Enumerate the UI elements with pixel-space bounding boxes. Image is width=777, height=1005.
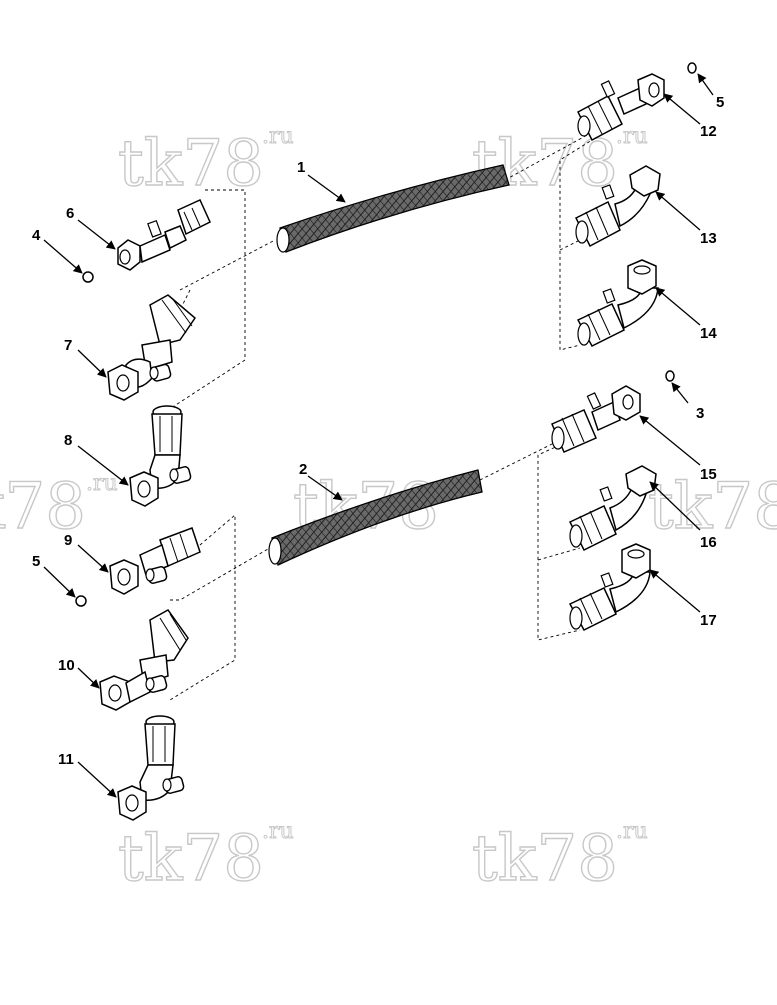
callout-9: 9 bbox=[64, 532, 72, 549]
callout-1: 1 bbox=[297, 159, 305, 176]
o-ring-4 bbox=[82, 271, 94, 283]
callout-15: 15 bbox=[700, 466, 717, 483]
svg-text:.ru: .ru bbox=[86, 471, 118, 496]
watermark-mid-right: tk78 bbox=[647, 469, 777, 544]
callout-14: 14 bbox=[700, 325, 717, 342]
fitting-17 bbox=[568, 543, 651, 631]
hose-2 bbox=[268, 469, 483, 566]
o-ring-5-left bbox=[75, 595, 87, 607]
callout-4: 4 bbox=[32, 227, 41, 244]
fitting-13 bbox=[574, 165, 661, 248]
assembly-lines bbox=[167, 127, 601, 701]
fitting-7 bbox=[107, 294, 196, 401]
callout-13: 13 bbox=[700, 230, 717, 247]
o-ring-3 bbox=[665, 370, 675, 382]
callout-17: 17 bbox=[700, 612, 717, 629]
svg-text:.ru: .ru bbox=[262, 124, 294, 149]
fitting-9 bbox=[109, 527, 201, 595]
fitting-16 bbox=[568, 465, 657, 552]
callout-12: 12 bbox=[700, 123, 717, 140]
callout-numbers: 1 2 3 4 5 5 6 7 8 9 10 11 12 13 14 15 16… bbox=[32, 94, 724, 768]
o-ring-5-right bbox=[687, 62, 697, 74]
watermark-bottom-left: tk78 .ru bbox=[117, 819, 294, 897]
watermark-mid-left: tk78 .ru bbox=[0, 469, 118, 544]
callout-8: 8 bbox=[64, 432, 72, 449]
callout-5-right: 5 bbox=[716, 94, 724, 111]
hose-1 bbox=[276, 164, 510, 253]
fitting-8 bbox=[129, 405, 192, 507]
svg-text:tk78: tk78 bbox=[0, 470, 86, 544]
fitting-15 bbox=[551, 385, 641, 453]
leader-lines bbox=[43, 73, 714, 798]
fitting-12 bbox=[577, 73, 665, 142]
fitting-11 bbox=[117, 715, 185, 821]
fitting-14 bbox=[576, 259, 659, 347]
watermark-bottom-right: tk78 .ru bbox=[471, 819, 648, 897]
svg-text:tk78: tk78 bbox=[648, 470, 777, 544]
watermark-top-left: tk78 .ru bbox=[117, 124, 294, 202]
callout-16: 16 bbox=[700, 534, 717, 551]
svg-text:.ru: .ru bbox=[616, 124, 648, 149]
callout-5-left: 5 bbox=[32, 553, 40, 570]
callout-11: 11 bbox=[58, 751, 74, 768]
fitting-6 bbox=[117, 199, 211, 271]
callout-3: 3 bbox=[696, 405, 704, 422]
svg-text:tk78: tk78 bbox=[118, 127, 264, 201]
svg-text:tk78: tk78 bbox=[472, 822, 618, 896]
svg-text:.ru: .ru bbox=[616, 819, 648, 844]
svg-text:.ru: .ru bbox=[262, 819, 294, 844]
callout-2: 2 bbox=[299, 461, 307, 478]
callout-6: 6 bbox=[66, 205, 74, 222]
callout-10: 10 bbox=[58, 657, 75, 674]
svg-text:tk78: tk78 bbox=[118, 822, 264, 896]
callout-7: 7 bbox=[64, 337, 72, 354]
fitting-10 bbox=[99, 609, 189, 711]
